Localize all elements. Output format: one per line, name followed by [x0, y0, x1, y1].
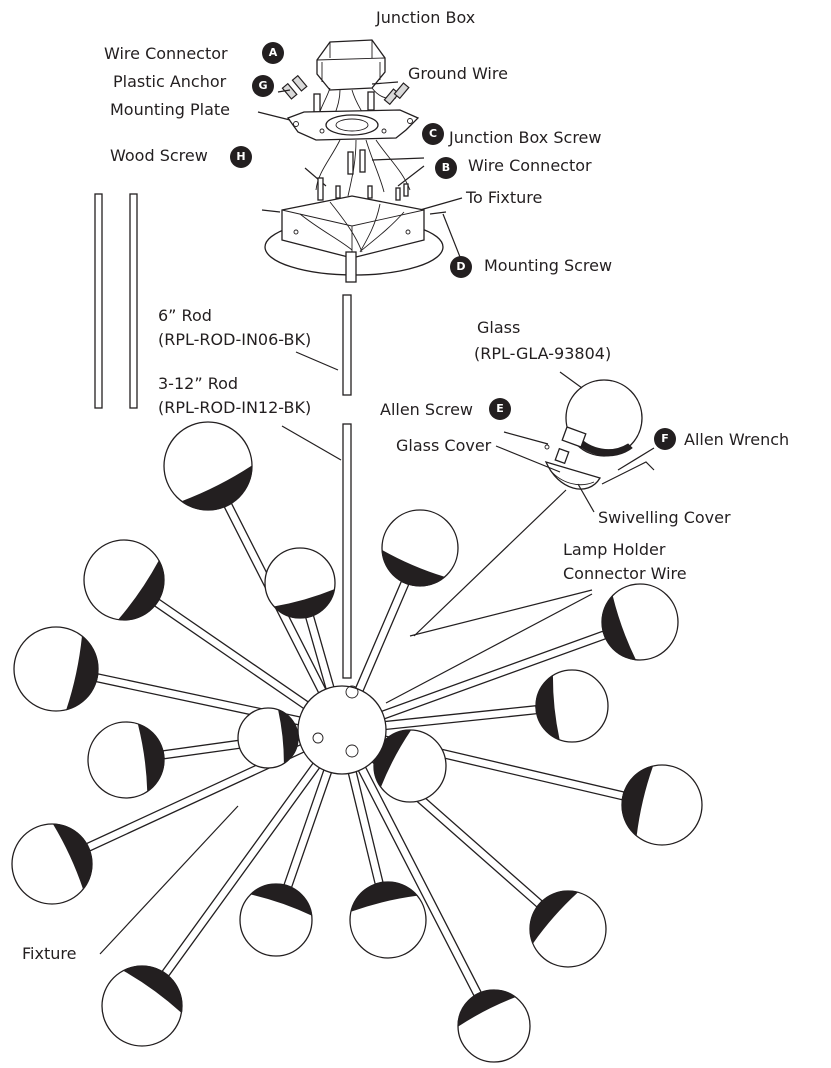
lamp-holder-cap [122, 965, 183, 1014]
label-glass: Glass [477, 318, 521, 337]
badge-g: G [252, 75, 274, 97]
fixture-hub [297, 685, 387, 775]
label-mounting-screw: Mounting Screw [484, 256, 613, 275]
label-swivelling-cover: Swivelling Cover [598, 508, 731, 527]
label-glass-cover: Glass Cover [396, 436, 492, 455]
label-rod-12: 3-12” Rod [158, 374, 239, 393]
label-lamp-holder: Lamp Holder [563, 540, 666, 559]
fixture-arms [11, 421, 703, 1063]
lamp-holder-cap [277, 709, 299, 765]
label-rod-6: 6” Rod [158, 306, 212, 325]
fixture-arm-rod [283, 765, 334, 889]
leader-lines [99, 489, 593, 955]
label-mounting-plate: Mounting Plate [110, 100, 230, 119]
badge-h: H [230, 146, 252, 168]
label-ground-wire: Ground Wire [408, 64, 508, 83]
lamp-holder-cap [137, 723, 165, 793]
junction-box-drawing [316, 39, 386, 91]
badge-e: E [489, 398, 511, 420]
label-plastic-anchor: Plastic Anchor [113, 72, 227, 91]
screws-drawing [304, 139, 463, 211]
loose-rods [94, 193, 352, 679]
lamp-holder-cap [52, 823, 93, 890]
lamp-holder-cap [535, 674, 560, 741]
label-junction-box-screw: Junction Box Screw [449, 128, 602, 147]
lamp-holder-cap [250, 883, 313, 916]
badge-b: B [435, 157, 457, 179]
label-rod-6-code: (RPL-ROD-IN06-BK) [158, 330, 312, 349]
lamp-holder-cap [273, 588, 336, 619]
lamp-holder-cap [529, 890, 579, 945]
label-fixture: Fixture [22, 944, 77, 963]
label-wire-connector-a: Wire Connector [104, 44, 228, 63]
label-rod-12-code: (RPL-ROD-IN12-BK) [158, 398, 312, 417]
lamp-holder-cap [457, 989, 517, 1028]
label-junction-box: Junction Box [376, 8, 476, 27]
lamp-holder-cap [117, 559, 165, 621]
glass-assembly [495, 371, 655, 513]
badge-a: A [262, 42, 284, 64]
label-to-fixture: To Fixture [466, 188, 543, 207]
label-wood-screw: Wood Screw [110, 146, 208, 165]
fixture-arm-rod [353, 580, 410, 696]
label-allen-screw: Allen Screw [380, 400, 474, 419]
label-connector-wire: Connector Wire [563, 564, 687, 583]
mounting-plate-drawing [257, 109, 420, 141]
canopy-drawing [261, 183, 463, 283]
lamp-holder-cap [621, 765, 654, 837]
label-glass-code: (RPL-GLA-93804) [474, 344, 612, 363]
badge-c: C [422, 123, 444, 145]
label-wire-connector-b: Wire Connector [468, 156, 592, 175]
lamp-holder-cap [66, 635, 99, 711]
lamp-holder-cap [350, 881, 418, 912]
lamp-holder-cap [601, 595, 637, 661]
lamp-holder-cap [181, 465, 253, 511]
badge-d: D [450, 256, 472, 278]
label-allen-wrench: Allen Wrench [684, 430, 790, 449]
lamp-holder-cap [381, 549, 446, 587]
badge-f: F [654, 428, 676, 450]
